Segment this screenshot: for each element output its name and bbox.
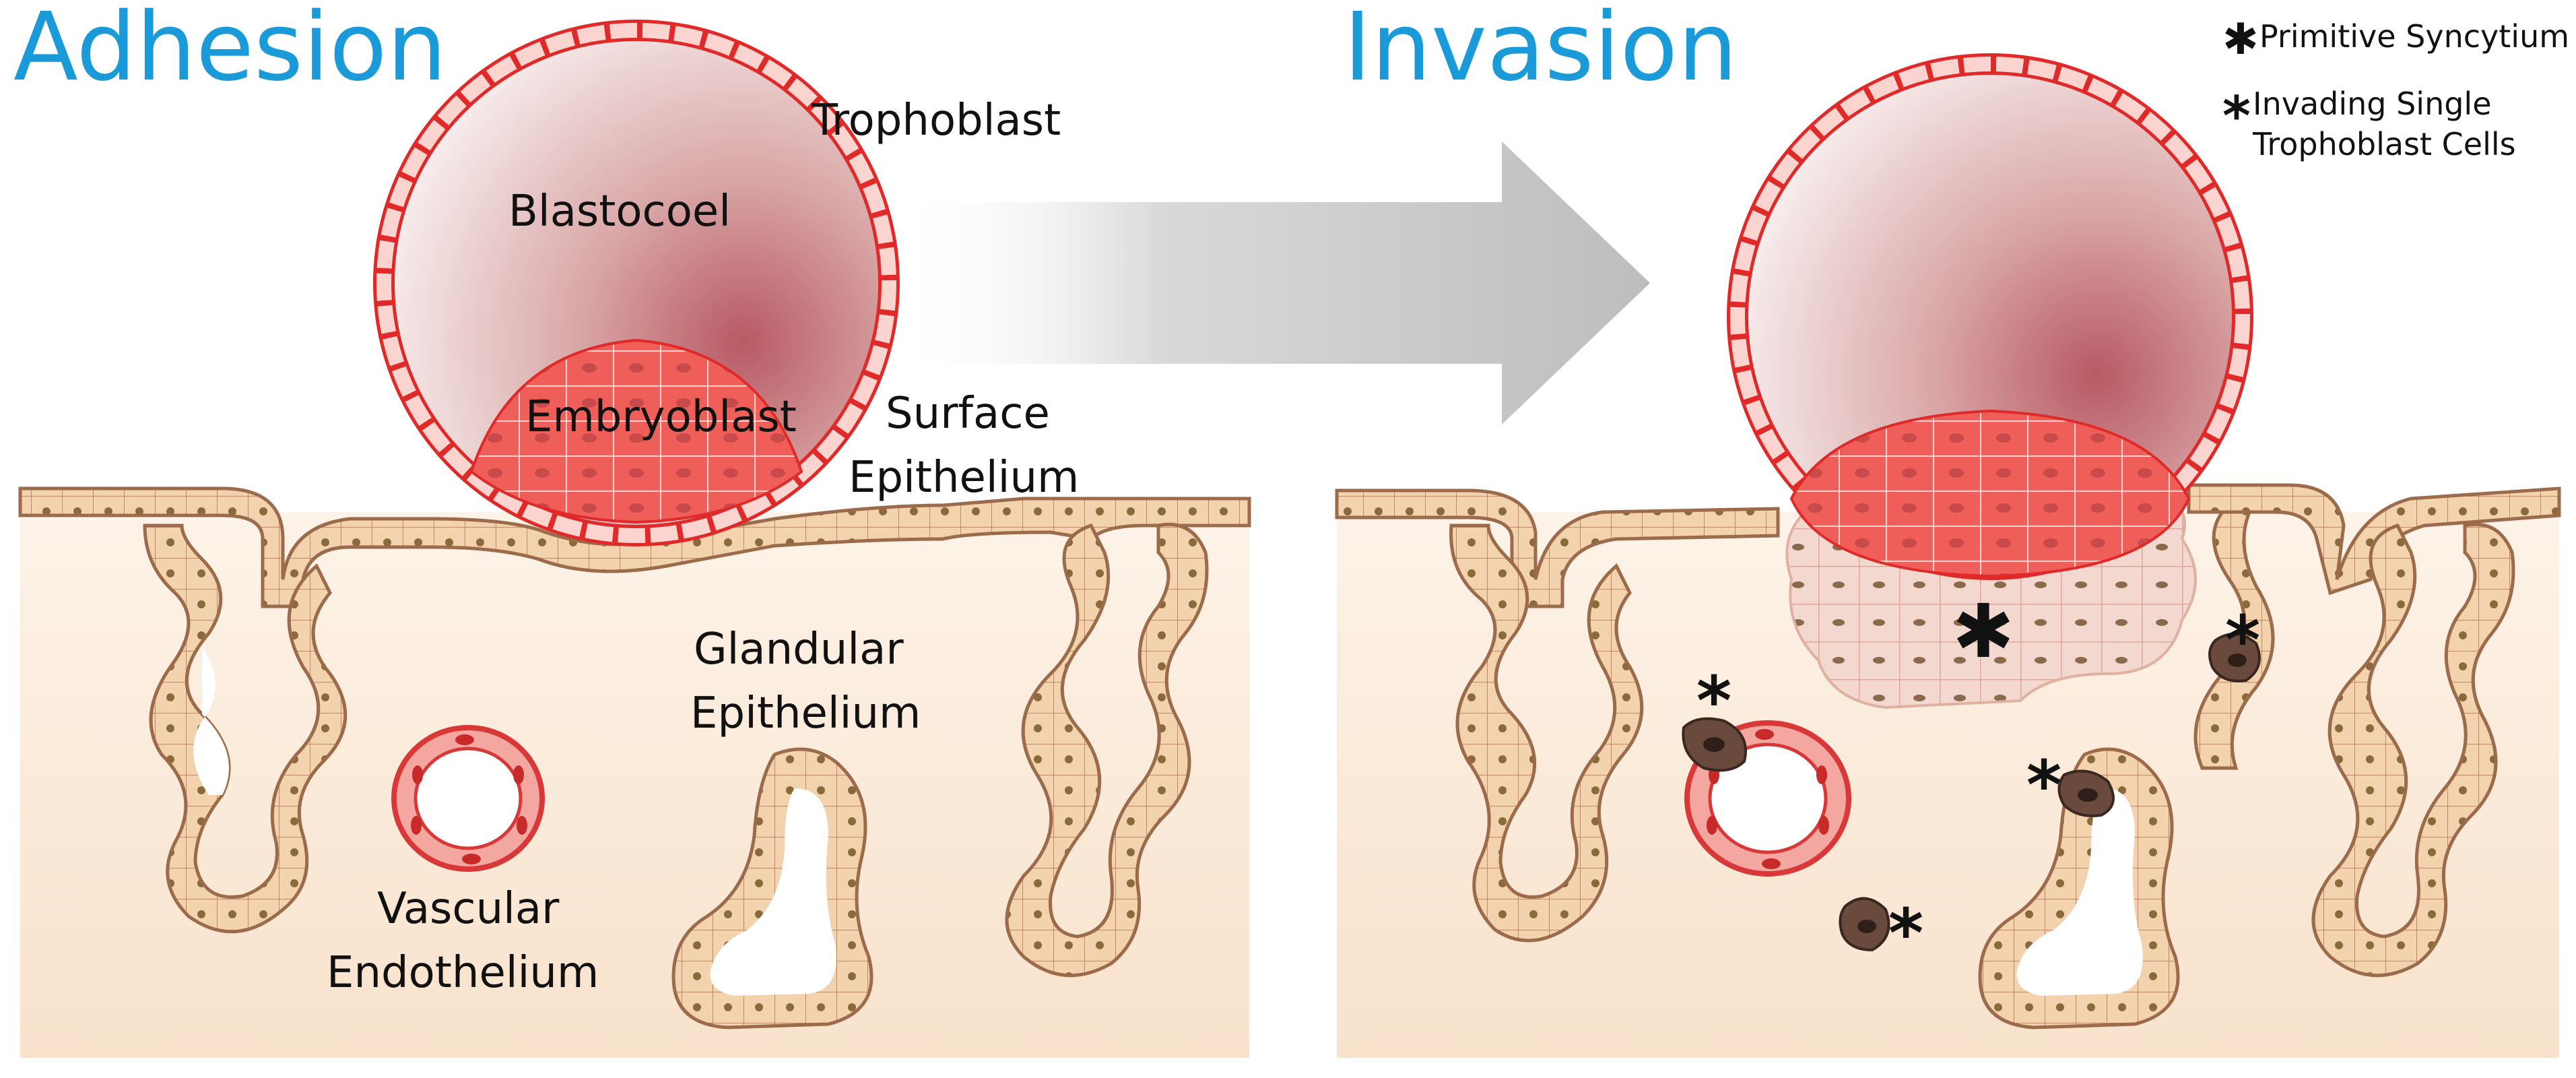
blood-vessel — [391, 725, 545, 872]
surface-epithelium-label-2: Epithelium — [849, 453, 1079, 503]
embryoblast-mass — [469, 338, 803, 524]
invading-cell-3 — [2208, 633, 2261, 683]
legend-invading-label-1: Invading Single — [2253, 86, 2492, 122]
glandular-epithelium-label-2: Epithelium — [690, 689, 921, 738]
trophoblast-label: Trophoblast — [811, 96, 1061, 146]
gland-left-invasion — [1449, 524, 1644, 943]
adhesion-title: Adhesion — [13, 0, 447, 102]
gland-left-lumen — [193, 647, 229, 795]
invading-marker-1: * — [1696, 662, 1731, 740]
legend-syncytium-symbol: ✱ — [2222, 15, 2259, 65]
gland-right — [1005, 522, 1209, 978]
surface-epithelium-invasion — [1335, 488, 1780, 608]
adhesion-panel — [18, 20, 1251, 1058]
legend: ✱ Primitive Syncytium * Invading Single … — [2222, 15, 2569, 162]
transition-arrow — [896, 141, 1650, 424]
embryoblast-mass-invasion — [1789, 409, 2191, 578]
legend-invading-symbol: * — [2222, 85, 2251, 148]
surface-epithelium-label-1: Surface — [886, 389, 1050, 439]
invasion-panel: ✱ * * * * — [1335, 53, 2561, 1058]
blastocyst-adhesion — [373, 20, 900, 546]
invading-cell-1 — [1682, 717, 1747, 772]
blastocyst-invasion — [1727, 53, 2253, 580]
surface-epithelium — [18, 486, 1251, 608]
gland-mid-invasion — [2193, 510, 2275, 770]
legend-invading-label-2: Trophoblast Cells — [2252, 126, 2516, 162]
invasion-title: Invasion — [1344, 0, 1738, 102]
invading-cell-4 — [1839, 897, 1890, 952]
vascular-endothelium-label-1: Vascular — [377, 884, 560, 934]
legend-syncytium-label: Primitive Syncytium — [2259, 18, 2569, 55]
invading-marker-2: * — [2026, 746, 2061, 825]
glandular-epithelium-label-1: Glandular — [694, 625, 904, 674]
syncytium-marker: ✱ — [1952, 588, 2014, 674]
gland-closed-lumen — [710, 788, 836, 996]
embryoblast-label: Embryoblast — [525, 392, 797, 442]
gland-right-invasion — [2311, 522, 2515, 978]
vascular-endothelium-label-2: Endothelium — [327, 948, 599, 998]
surface-epithelium-invasion-right — [2187, 483, 2561, 596]
invading-cell-2 — [2057, 769, 2115, 817]
invading-marker-3: * — [2225, 601, 2260, 680]
invading-marker-4: * — [1888, 894, 1923, 973]
blastocoel-label: Blastocoel — [508, 187, 731, 236]
